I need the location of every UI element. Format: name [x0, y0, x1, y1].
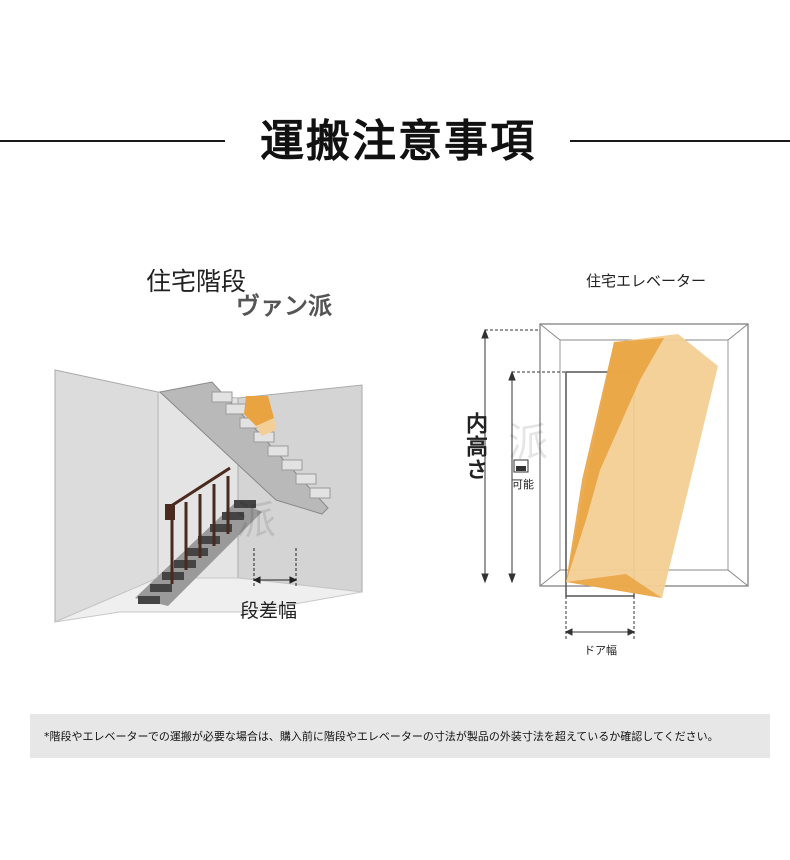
door-width-dimension: [564, 596, 636, 640]
watermark-stairs: 派: [236, 498, 276, 544]
upper-flight-slab: [158, 381, 329, 515]
interior-height-label: 内高さ: [462, 412, 487, 481]
watermark-elevator: 派: [508, 420, 548, 466]
section-header: 運搬注意事項: [0, 100, 790, 180]
title-rule-right: [570, 140, 790, 142]
page-title: 運搬注意事項: [260, 116, 536, 167]
stairs-subtitle: ヴァン派: [236, 291, 332, 320]
carried-box-stairs: [244, 396, 274, 426]
notice-text: *階段やエレベーターでの運搬が必要な場合は、購入前に階段やエレベーターの寸法が製…: [44, 730, 719, 743]
possible-label: 可能: [512, 478, 534, 491]
elevator-illustration: [481, 323, 749, 640]
step-width-label: 段差幅: [240, 600, 298, 622]
staircase-illustration: [54, 369, 363, 623]
stair-railing: [167, 466, 231, 584]
title-rule-left: [0, 140, 225, 142]
interior-height-dimension: [481, 328, 566, 584]
notice-bar: *階段やエレベーターでの運搬が必要な場合は、購入前に階段やエレベーターの寸法が製…: [30, 714, 770, 758]
railing-newel-post: [165, 504, 175, 520]
step-width-dimension: [252, 548, 298, 588]
door-width-label: ドア幅: [584, 644, 617, 657]
stairs-title: 住宅階段: [146, 267, 247, 296]
elevator-title: 住宅エレベーター: [586, 272, 707, 290]
